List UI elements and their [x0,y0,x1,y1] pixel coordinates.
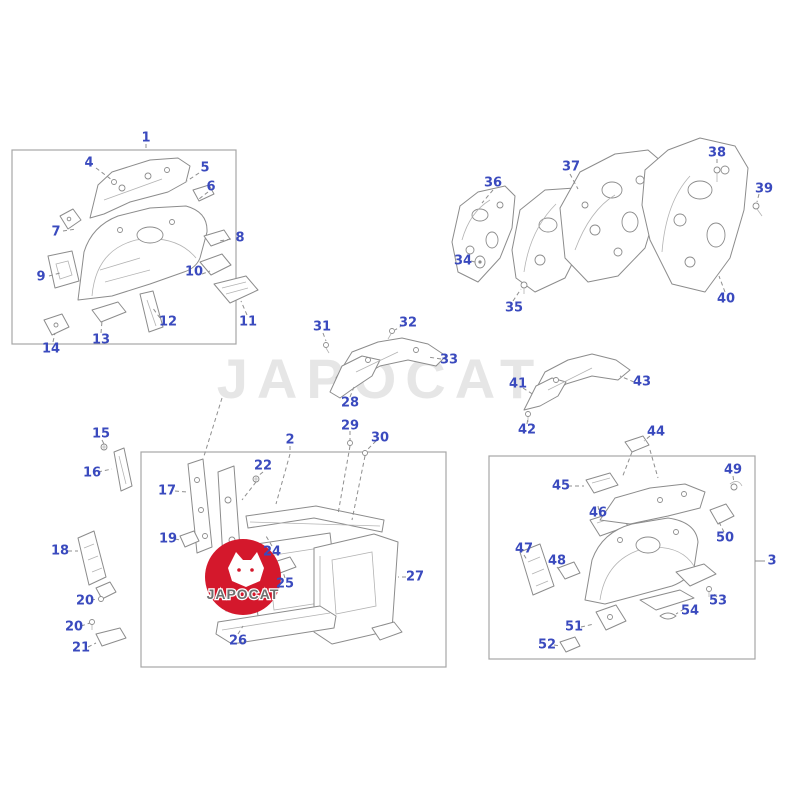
part-callout-22[interactable]: 22 [253,458,273,474]
part-bolt-39 [752,202,763,217]
part-callout-19[interactable]: 19 [158,531,178,547]
parts-front-side-lh [77,443,213,647]
part-clip-54 [659,612,677,620]
part-callout-33[interactable]: 33 [439,352,459,368]
part-callout-54[interactable]: 54 [680,603,700,619]
leader-lines [48,144,765,648]
part-callout-20b[interactable]: 20 [64,619,84,635]
part-callout-37[interactable]: 37 [561,159,581,175]
part-callout-6[interactable]: 6 [206,179,216,195]
part-bolt-30 [362,450,368,456]
part-callout-52[interactable]: 52 [537,637,557,653]
part-callout-42[interactable]: 42 [517,422,537,438]
assembly-fender-apron-front-rh [519,435,743,653]
part-bolt-15 [100,443,108,451]
part-callout-10[interactable]: 10 [184,264,204,280]
part-bolt-38 [713,166,721,182]
part-callout-49[interactable]: 49 [723,462,743,478]
part-bolt-29 [347,440,353,446]
part-callout-53[interactable]: 53 [708,593,728,609]
part-callout-16[interactable]: 16 [82,465,102,481]
cat-eye-right [250,568,254,572]
part-callout-21[interactable]: 21 [71,640,91,656]
part-hook-49 [729,481,743,491]
part-callout-20a[interactable]: 20 [75,593,95,609]
part-callout-45[interactable]: 45 [551,478,571,494]
part-grommet-34 [474,255,486,269]
group-boxes [11,149,756,668]
part-callout-13[interactable]: 13 [91,332,111,348]
part-callout-26[interactable]: 26 [228,633,248,649]
part-callout-32[interactable]: 32 [398,315,418,331]
part-callout-3[interactable]: 3 [767,553,777,569]
part-callout-36[interactable]: 36 [483,175,503,191]
part-callout-28[interactable]: 28 [340,395,360,411]
part-callout-40[interactable]: 40 [716,291,736,307]
part-callout-39[interactable]: 39 [754,181,774,197]
part-callout-2[interactable]: 2 [285,432,295,448]
part-callout-24[interactable]: 24 [262,544,282,560]
part-bolt-31 [323,342,330,354]
part-callout-35[interactable]: 35 [504,300,524,316]
part-callout-12[interactable]: 12 [158,314,178,330]
japocat-logo: JAPOCAT [205,539,281,615]
part-callout-27[interactable]: 27 [405,569,425,585]
part-callout-30[interactable]: 30 [370,430,390,446]
part-bolt-42 [525,411,531,422]
part-callout-17[interactable]: 17 [157,483,177,499]
part-bolt-22 [252,475,260,483]
part-callout-51[interactable]: 51 [564,619,584,635]
part-callout-11[interactable]: 11 [238,314,258,330]
part-callout-4[interactable]: 4 [84,155,94,171]
assembly-dash-panel [451,137,763,294]
part-callout-1[interactable]: 1 [141,130,151,146]
part-callout-41[interactable]: 41 [508,376,528,392]
part-bolt-53 [706,586,712,597]
part-bolt-32 [387,328,395,340]
part-callout-50[interactable]: 50 [715,530,735,546]
group-box-3 [488,455,756,660]
assembly-cowl-top-braces [323,328,631,422]
assembly-fender-apron-front-lh [43,157,259,336]
logo-text: JAPOCAT [207,586,280,602]
part-callout-48[interactable]: 48 [547,553,567,569]
part-callout-46[interactable]: 46 [588,505,608,521]
group-box-2 [140,451,447,668]
part-callout-8[interactable]: 8 [235,230,245,246]
part-callout-47[interactable]: 47 [514,541,534,557]
group-box-1 [11,149,237,345]
part-bolt-20b [89,619,95,630]
part-callout-7[interactable]: 7 [51,224,61,240]
part-callout-29[interactable]: 29 [340,418,360,434]
part-callout-14[interactable]: 14 [41,341,61,357]
part-callout-44[interactable]: 44 [646,424,666,440]
part-bolt-20a [98,596,104,602]
part-callout-34[interactable]: 34 [453,253,473,269]
part-callout-25[interactable]: 25 [275,576,295,592]
part-callout-38[interactable]: 38 [707,145,727,161]
part-clip-35 [520,281,528,294]
part-callout-31[interactable]: 31 [312,319,332,335]
part-callout-15[interactable]: 15 [91,426,111,442]
part-callout-43[interactable]: 43 [632,374,652,390]
part-callout-18[interactable]: 18 [50,543,70,559]
part-callout-9[interactable]: 9 [36,269,46,285]
cat-icon [228,552,264,587]
part-callout-5[interactable]: 5 [200,160,210,176]
cat-eye-left [237,568,241,572]
